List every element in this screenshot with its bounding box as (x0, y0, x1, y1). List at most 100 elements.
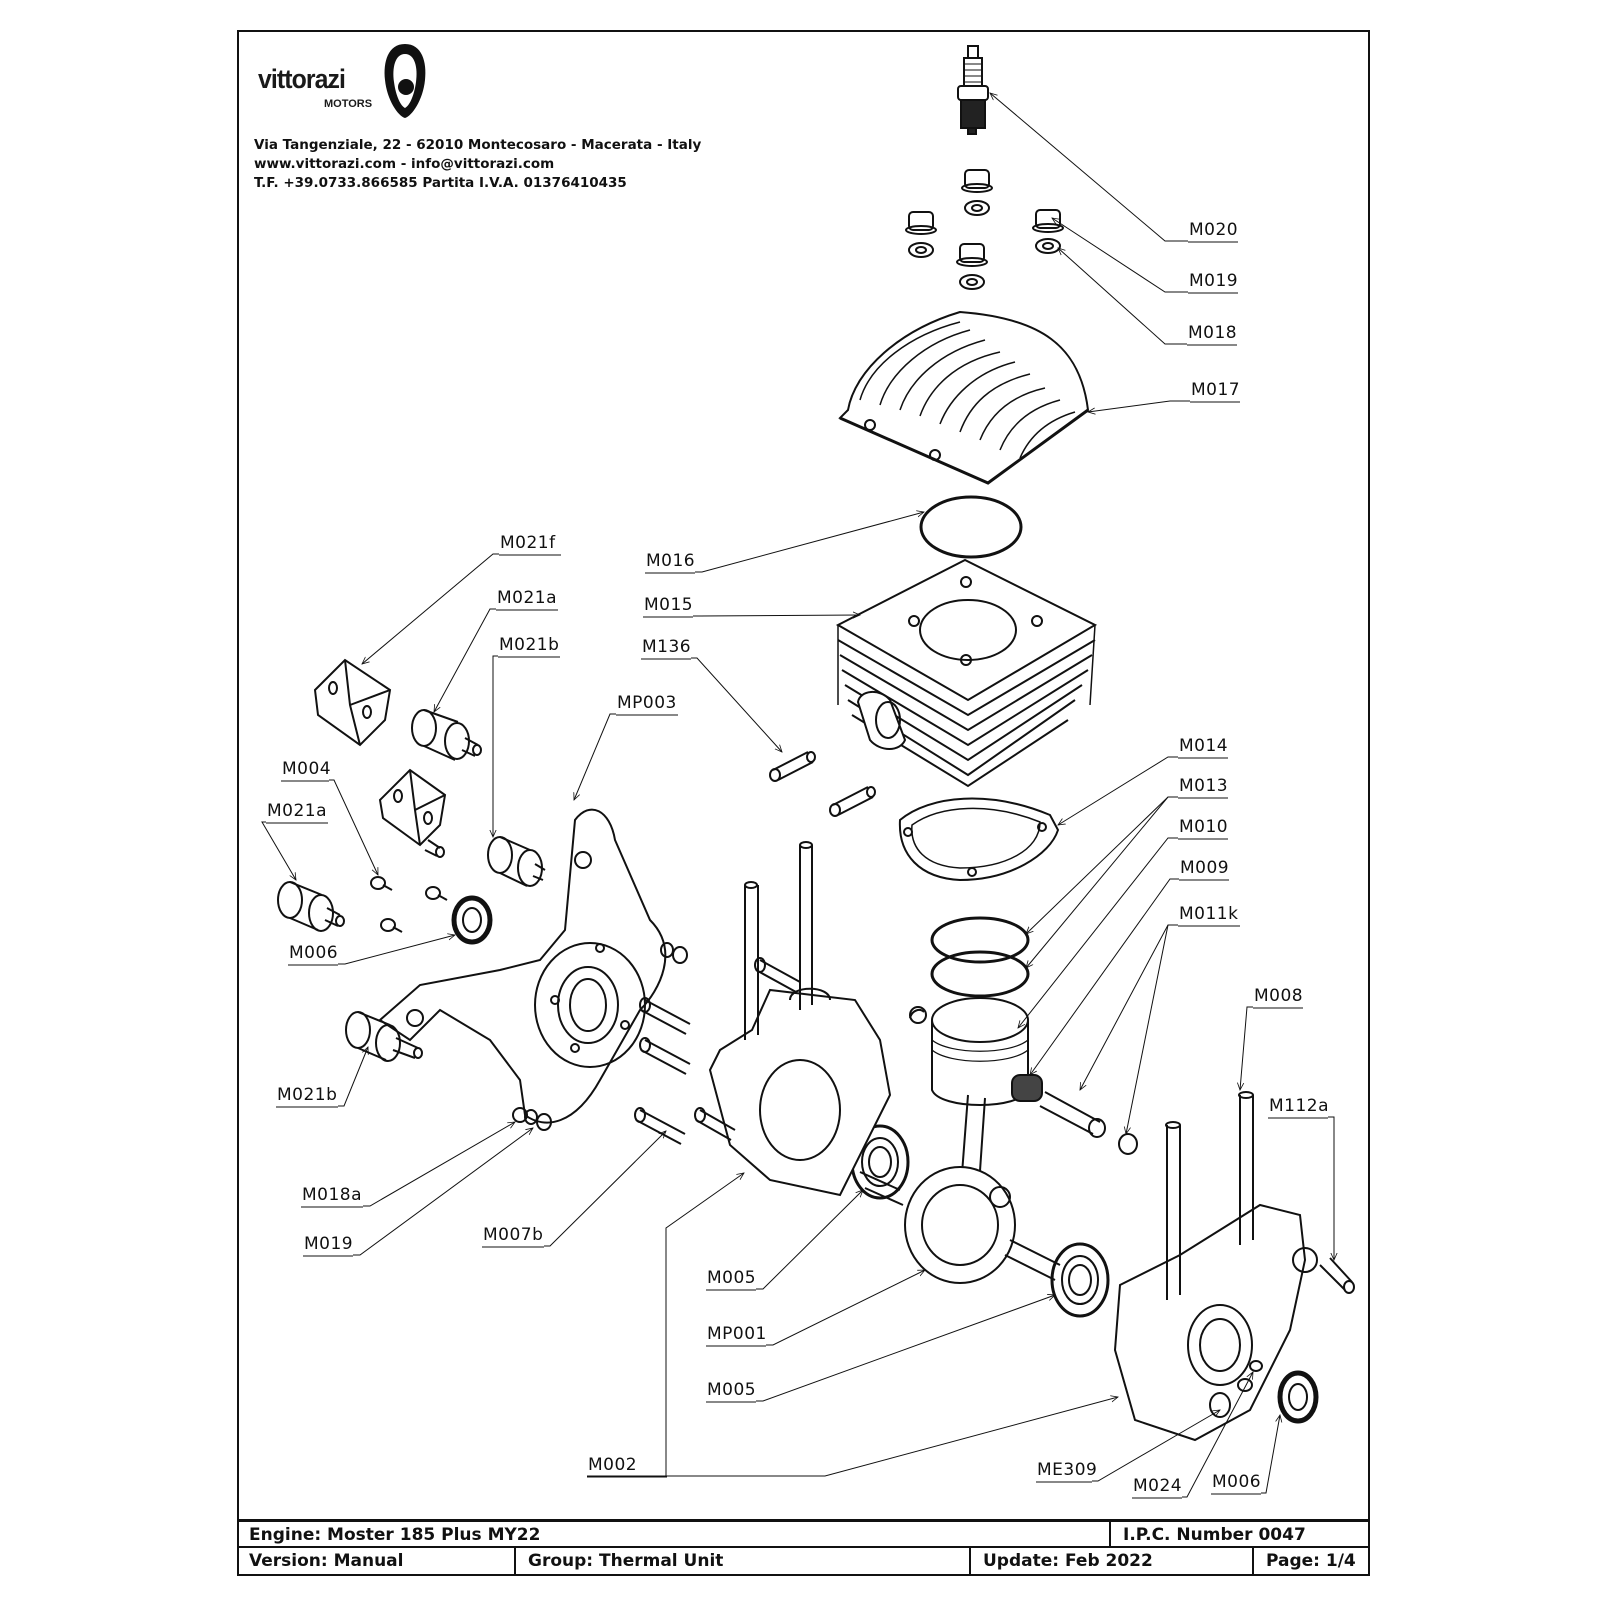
leader-line (338, 1047, 368, 1107)
leader-line (695, 512, 924, 573)
piston-ring-upper-part[interactable] (930, 916, 1030, 964)
callout-m021f[interactable]: M021f (500, 533, 556, 553)
company-logo: vittorazi MOTORS (258, 42, 428, 122)
leader-line (329, 779, 379, 875)
callout-m021a-left[interactable]: M021a (267, 801, 328, 821)
title-block-row-2: Version: Manual Group: Thermal Unit Upda… (237, 1548, 1370, 1576)
washer (959, 274, 985, 290)
callout-m019-top[interactable]: M019 (1189, 271, 1239, 291)
leader-line (261, 821, 296, 880)
callout-m021b-top[interactable]: M021b (499, 635, 560, 655)
head-nuts-washers-part[interactable] (905, 169, 1064, 290)
callout-mp003[interactable]: MP003 (617, 693, 677, 713)
bracket-nuts-part[interactable] (524, 942, 688, 1131)
leader-line (574, 713, 616, 800)
callout-m002[interactable]: M002 (588, 1455, 638, 1475)
leader-line (363, 1122, 515, 1207)
head-o-ring-part[interactable] (919, 495, 1023, 559)
rubber-mount-lower-part[interactable] (345, 1011, 423, 1062)
circlip (1118, 1133, 1138, 1155)
leader-line (1026, 796, 1169, 968)
callout-m011k[interactable]: M011k (1179, 904, 1239, 924)
callout-m006-right[interactable]: M006 (1212, 1472, 1262, 1492)
cylinder-head-part[interactable] (838, 310, 1090, 485)
callout-m005-a[interactable]: M005 (707, 1268, 757, 1288)
callout-m009[interactable]: M009 (1180, 858, 1230, 878)
washer (964, 200, 990, 216)
callout-mp001[interactable]: MP001 (707, 1324, 767, 1344)
leader-line (362, 553, 499, 664)
callout-m021b-left[interactable]: M021b (277, 1085, 338, 1105)
address-line: Via Tangenziale, 22 - 62010 Montecosaro … (254, 137, 702, 153)
callout-m004[interactable]: M004 (282, 759, 332, 779)
callout-m015[interactable]: M015 (644, 595, 694, 615)
rubber-block-upper-part[interactable] (313, 658, 392, 747)
leader-line (544, 1131, 666, 1247)
crankcase-right-part[interactable] (1113, 1091, 1318, 1442)
callout-m112a[interactable]: M112a (1269, 1096, 1330, 1116)
mount-bolts-part[interactable] (370, 876, 448, 933)
cylinder-part[interactable] (835, 558, 1098, 788)
nut (905, 211, 937, 235)
callout-m019-low[interactable]: M019 (304, 1234, 354, 1254)
brand-name: vittorazi (258, 64, 346, 94)
oil-seal-left-part[interactable] (451, 895, 493, 945)
piston-ring-lower-part[interactable] (930, 950, 1030, 998)
phone-vat-line: T.F. +39.0733.866585 Partita I.V.A. 0137… (254, 175, 627, 191)
callout-m016[interactable]: M016 (646, 551, 696, 571)
nut (956, 243, 988, 267)
crankshaft-part[interactable] (859, 1094, 1061, 1284)
rubber-block-lower-part[interactable] (378, 768, 447, 858)
base-gasket-part[interactable] (898, 797, 1060, 882)
rubber-mount-mid-part[interactable] (487, 836, 546, 887)
leader-line (1328, 1116, 1334, 1260)
piston-pin-part[interactable] (909, 1009, 1138, 1155)
crankcase-bolts-part[interactable] (634, 957, 801, 1145)
dowel-pins-part[interactable] (769, 751, 876, 817)
nut (961, 169, 993, 193)
callout-m007b[interactable]: M007b (483, 1225, 544, 1245)
callout-m021a-top[interactable]: M021a (497, 588, 558, 608)
callout-m014[interactable]: M014 (1179, 736, 1229, 756)
leader-line (1058, 248, 1187, 345)
engine-mount-bracket-part[interactable] (378, 808, 667, 1124)
needle-bearing-part[interactable] (1011, 1074, 1043, 1102)
leader-line (1018, 837, 1178, 1028)
brand-subtitle: MOTORS (324, 98, 373, 110)
washer (908, 242, 934, 258)
rubber-mount-upper-part[interactable] (411, 709, 482, 761)
callout-me309[interactable]: ME309 (1037, 1460, 1098, 1480)
rubber-mount-left-part[interactable] (277, 881, 345, 932)
leader-line (338, 935, 455, 965)
leader-line (1088, 400, 1190, 412)
leader-line (1182, 1372, 1253, 1498)
callout-m008[interactable]: M008 (1254, 986, 1304, 1006)
callout-m136[interactable]: M136 (642, 637, 692, 657)
leader-line (756, 1190, 863, 1290)
callout-m018a[interactable]: M018a (302, 1185, 363, 1205)
update-field: Update: Feb 2022 (969, 1548, 1252, 1576)
leader-line (766, 1269, 925, 1346)
company-address: Via Tangenziale, 22 - 62010 Montecosaro … (254, 136, 701, 193)
callout-m020[interactable]: M020 (1189, 220, 1239, 240)
leader-line (1052, 218, 1188, 293)
leader-line (665, 1173, 825, 1477)
leader-line (990, 93, 1188, 242)
callout-m024[interactable]: M024 (1133, 1476, 1183, 1496)
callout-m010[interactable]: M010 (1179, 817, 1229, 837)
logo-mark-icon (384, 44, 426, 118)
washer (1035, 238, 1061, 254)
main-bearing-right-part[interactable] (1050, 1242, 1110, 1318)
callout-m017[interactable]: M017 (1191, 380, 1241, 400)
group-field: Group: Thermal Unit (514, 1548, 969, 1576)
callout-m006-left[interactable]: M006 (289, 943, 339, 963)
small-hardware-right-part[interactable] (1209, 1257, 1355, 1424)
spark-plug-part[interactable] (957, 45, 989, 135)
leader-line (1026, 796, 1178, 934)
leader-line (493, 655, 498, 837)
callout-m013[interactable]: M013 (1179, 776, 1229, 796)
crankcase-left-part[interactable] (708, 841, 927, 1197)
callout-m018[interactable]: M018 (1188, 323, 1238, 343)
callout-m005-b[interactable]: M005 (707, 1380, 757, 1400)
piston-part[interactable] (931, 997, 1029, 1106)
